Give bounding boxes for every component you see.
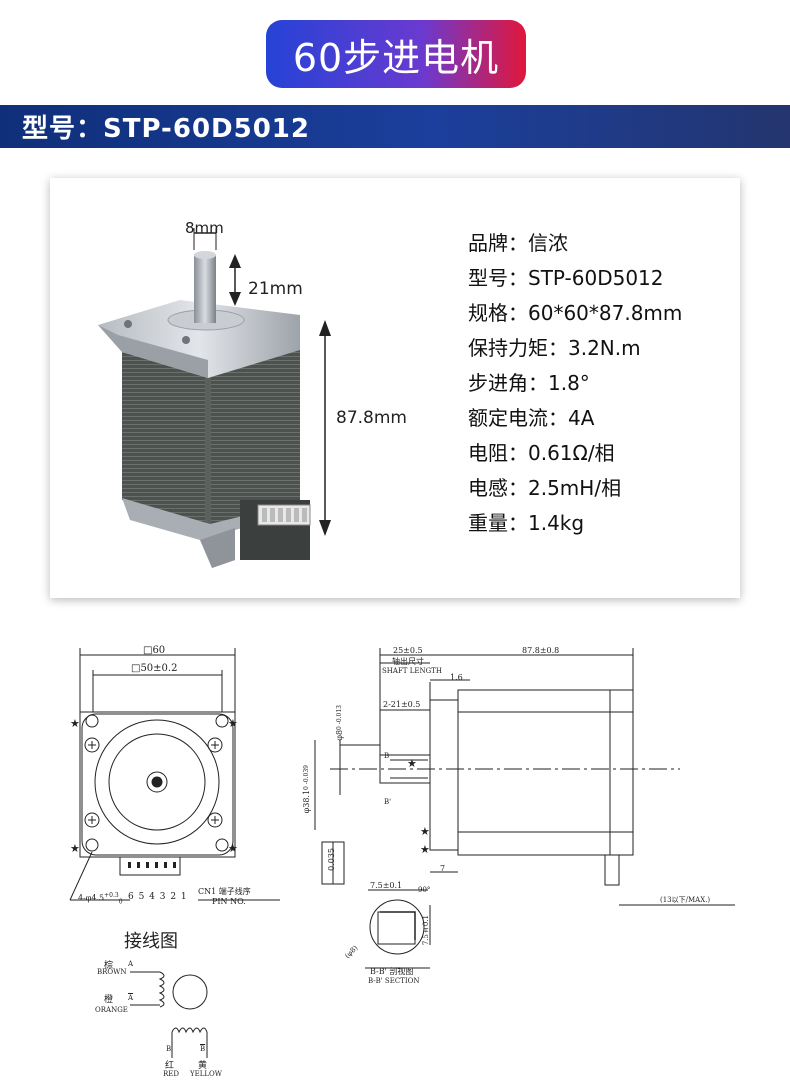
cn1-label: CN1 端子线序 <box>198 887 251 896</box>
wire-brown-cn: 棕 <box>104 961 114 971</box>
dim-tolerance: 0.035 <box>327 848 336 871</box>
wire-orange-en: ORANGE <box>95 1006 128 1014</box>
spec-step-angle: 步进角：1.8° <box>468 371 590 395</box>
wire-b-bar: B <box>200 1045 206 1053</box>
page-title: 60步进电机 <box>266 20 526 88</box>
pin-numbers: 6 5 4 3 2 1 <box>128 892 188 902</box>
dim-lead: (13以下/MAX.) <box>660 896 711 904</box>
spec-inductance: 电感：2.5mH/相 <box>468 476 622 500</box>
wiring-title: 接线图 <box>124 931 178 952</box>
spec-size: 规格：60*60*87.8mm <box>468 301 683 325</box>
spec-weight: 重量：1.4kg <box>468 511 585 535</box>
wire-a-bar: A <box>128 994 134 1002</box>
spec-rated-current: 额定电流：4A <box>468 406 595 430</box>
wire-red-cn: 红 <box>165 1061 175 1071</box>
dim-outer: □60 <box>143 645 166 656</box>
spec-brand: 品牌：信浓 <box>468 231 568 255</box>
shaft-diameter-label: 8mm <box>185 219 224 237</box>
section-b: B <box>384 752 390 760</box>
wire-yellow-en: YELLOW <box>190 1070 222 1078</box>
wire-yellow-cn: 黄 <box>198 1061 208 1071</box>
motor-image <box>98 228 331 568</box>
section-b2: B' <box>384 798 392 806</box>
technical-drawing: ★ ★ ★ ★ ★ ★ ★ <box>69 648 735 1058</box>
wire-red-en: RED <box>163 1070 179 1078</box>
wire-brown-en: BROWN <box>97 968 127 976</box>
section-height: 7.5±0.1 <box>422 915 430 946</box>
wire-b: B <box>166 1045 172 1053</box>
spec-model: 型号：STP-60D5012 <box>468 266 664 290</box>
shaft-length-label: 21mm <box>248 279 303 299</box>
model-banner-text: 型号：STP-60D5012 <box>22 114 310 144</box>
dim-boss: 1.6 <box>450 673 463 682</box>
svg-text:★: ★ <box>70 717 80 730</box>
section-angle: 90° <box>418 886 431 894</box>
wire-orange-cn: 橙 <box>104 995 114 1005</box>
svg-text:★: ★ <box>420 843 430 856</box>
body-length-label: 87.8mm <box>336 408 407 428</box>
svg-text:★: ★ <box>70 842 80 855</box>
dim-length: 87.8±0.8 <box>522 646 560 655</box>
dim-7: 7 <box>440 864 446 873</box>
svg-text:★: ★ <box>420 825 430 838</box>
section-title-en: B-B' SECTION <box>368 977 420 985</box>
section-width: 7.5±0.1 <box>370 881 403 890</box>
svg-text:★: ★ <box>228 717 238 730</box>
dim-shaft-dia: φ80 -0.013 <box>335 705 344 741</box>
section-title-cn: B-B' 剖视图 <box>370 967 414 976</box>
svg-text:★: ★ <box>407 757 417 770</box>
dim-inner: □50±0.2 <box>131 663 178 674</box>
page-title-text: 60步进电机 <box>292 35 500 80</box>
pin-no-label: PIN NO. <box>212 897 246 906</box>
dim-shaft-en: SHAFT LENGTH <box>382 667 442 675</box>
dim-shaft: 25±0.5 <box>393 646 423 655</box>
spec-list: 品牌：信浓 型号：STP-60D5012 规格：60*60*87.8mm 保持力… <box>468 226 682 541</box>
model-banner: 型号：STP-60D5012 <box>0 105 790 148</box>
dim-pilot-dia: φ38.10 -0.039 <box>302 765 311 814</box>
dim-shaft-cn: 轴出尺寸 <box>392 657 424 666</box>
spec-holding-torque: 保持力矩：3.2N.m <box>468 336 641 360</box>
wire-a: A <box>128 960 134 968</box>
dim-flat: 2-21±0.5 <box>383 700 421 709</box>
dim-hole: 4-φ4.5+0.30 <box>78 892 123 906</box>
spec-resistance: 电阻：0.61Ω/相 <box>468 441 615 465</box>
svg-text:★: ★ <box>228 842 238 855</box>
